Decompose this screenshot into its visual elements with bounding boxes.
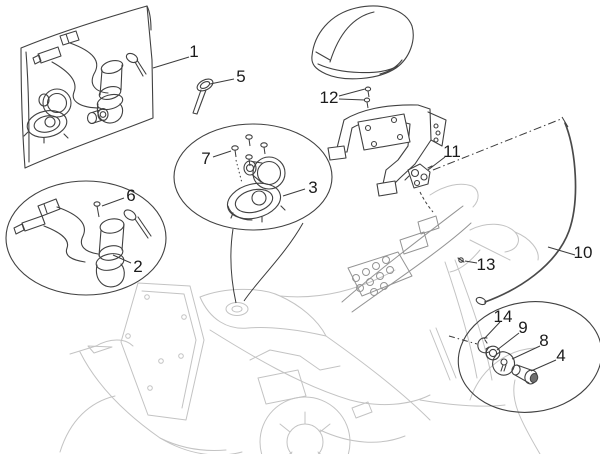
callout-label-5: 5 [236,67,246,86]
callout-label-3: 3 [308,178,318,197]
luggage-rack [327,86,447,197]
lock-cylinder-group [448,301,600,413]
seat [311,5,414,80]
callout-label-6: 6 [126,186,136,205]
release-cable [475,116,577,306]
screws-7 [231,134,268,167]
leader-cap-location [230,228,237,304]
seat-latch [404,118,562,213]
callout-label-7: 7 [201,149,211,168]
fuel-cap-group [173,123,333,231]
rear-subframe-sketch [341,205,472,313]
key-blank [192,78,214,115]
callout-label-9: 9 [518,318,528,337]
callout-label-2: 2 [133,257,143,276]
motorcycle-sketch [59,183,541,454]
callout-label-12: 12 [319,88,339,107]
callout-label-10: 10 [573,243,593,262]
screw-13 [457,257,465,263]
callout-label-13: 13 [476,255,496,274]
callout-label-11: 11 [443,142,461,161]
callout-label-8: 8 [539,331,549,350]
callout-leader-lines [101,56,576,372]
callout-label-4: 4 [556,346,566,365]
lock-kit-panel [20,5,154,169]
screws-12 [363,86,372,109]
callout-label-14: 14 [493,307,513,326]
callout-label-1: 1 [189,42,199,61]
leader-cap-location-2 [243,222,304,302]
ignition-switch-group [5,180,167,296]
